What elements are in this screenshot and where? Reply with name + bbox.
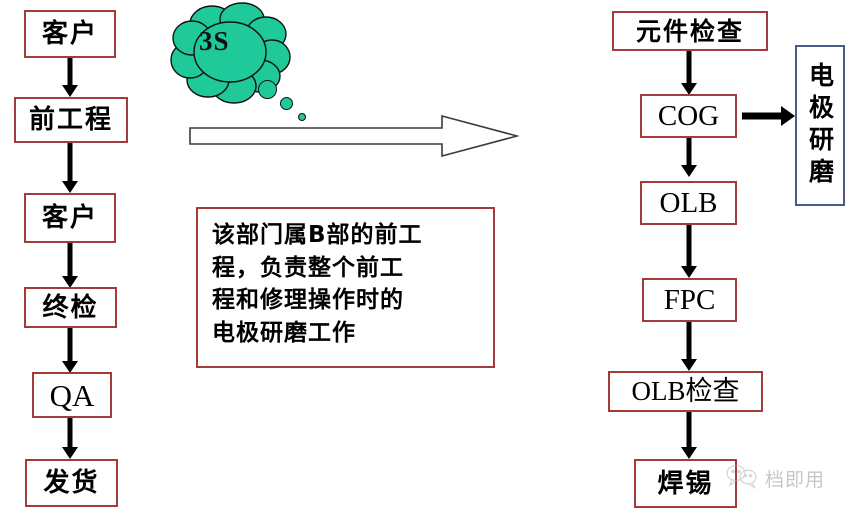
arrow-head <box>781 106 795 126</box>
cloud-trail-bubble-3 <box>298 113 306 121</box>
arrow-left-2-to-3 <box>62 243 78 288</box>
arrow-shaft <box>67 328 73 361</box>
node-left-2[interactable]: 客户 <box>24 193 116 243</box>
arrow-shaft <box>686 225 692 266</box>
arrow-left-4-to-5 <box>62 418 78 459</box>
arrow-shaft <box>67 418 73 447</box>
arrow-right-0-to-1 <box>681 51 697 95</box>
arrow-head <box>62 447 78 459</box>
node-right-0[interactable]: 元件检查 <box>612 11 768 51</box>
arrow-shaft <box>742 112 784 120</box>
node-right-4[interactable]: OLB检查 <box>608 371 763 412</box>
arrow-right-1-to-2 <box>681 138 697 177</box>
node-right-1[interactable]: COG <box>640 94 737 138</box>
big-right-arrow <box>189 114 521 158</box>
cloud-label-3s: 3S <box>199 26 230 57</box>
arrow-right-2-to-3 <box>681 225 697 278</box>
thought-cloud <box>168 2 298 114</box>
note-box: 该部门属B部的前工 程，负责整个前工 程和修理操作时的 电极研磨工作 <box>196 207 495 368</box>
node-right-5[interactable]: 焊锡 <box>634 459 737 508</box>
cloud-shape <box>170 2 291 104</box>
node-label: COG <box>657 99 720 132</box>
node-label: 电极研磨 <box>805 61 835 190</box>
arrow-head <box>681 165 697 177</box>
arrow-shaft <box>686 138 692 165</box>
note-line-1: 程，负责整个前工 <box>212 254 404 281</box>
watermark: 档即用 <box>725 463 825 494</box>
arrow-cog-to-electrode <box>742 106 795 126</box>
arrow-head <box>62 181 78 193</box>
big-arrow-shape <box>189 114 521 158</box>
arrow-shaft <box>686 412 692 447</box>
cloud-trail-bubble-1 <box>258 80 277 99</box>
note-line-3: 电极研磨工作 <box>212 319 356 346</box>
node-right-2[interactable]: OLB <box>640 181 737 225</box>
arrow-left-1-to-2 <box>62 143 78 193</box>
arrow-head <box>62 361 78 373</box>
arrow-head <box>681 359 697 371</box>
node-label: FPC <box>663 283 716 316</box>
node-label: 焊锡 <box>657 468 714 499</box>
wechat-icon <box>725 463 759 494</box>
arrow-shaft <box>686 51 692 83</box>
arrow-left-0-to-1 <box>62 58 78 97</box>
arrow-shaft <box>67 143 73 181</box>
arrow-shaft <box>686 322 692 359</box>
node-label: QA <box>49 377 95 413</box>
arrow-shaft <box>67 243 73 276</box>
arrow-right-4-to-5 <box>681 412 697 459</box>
watermark-text: 档即用 <box>765 469 826 491</box>
node-electrode-grinding[interactable]: 电极研磨 <box>795 45 845 206</box>
cloud-text: 3S <box>199 26 230 56</box>
node-left-4[interactable]: QA <box>32 372 112 418</box>
node-label: OLB <box>659 186 718 219</box>
note-line-2: 程和修理操作时的 <box>212 287 404 314</box>
node-left-5[interactable]: 发货 <box>25 459 118 507</box>
node-label: OLB检查 <box>631 376 740 406</box>
arrow-shaft <box>67 58 73 85</box>
cloud-trail-bubble-2 <box>280 97 293 110</box>
node-left-0[interactable]: 客户 <box>24 10 116 58</box>
node-label: 终检 <box>42 292 99 323</box>
arrow-head <box>62 85 78 97</box>
node-left-1[interactable]: 前工程 <box>14 97 128 143</box>
note-line-0: 该部门属B部的前工 <box>212 222 423 248</box>
node-label: 客户 <box>41 19 98 49</box>
arrow-head <box>681 266 697 278</box>
node-right-3[interactable]: FPC <box>642 278 737 322</box>
wechat-icon-shape <box>726 464 757 490</box>
node-label: 发货 <box>43 468 100 498</box>
arrow-left-3-to-4 <box>62 328 78 373</box>
node-label: 前工程 <box>28 105 113 135</box>
node-label: 元件检查 <box>635 16 744 46</box>
arrow-head <box>681 83 697 95</box>
arrow-head <box>62 276 78 288</box>
node-left-3[interactable]: 终检 <box>24 287 117 328</box>
arrow-head <box>681 447 697 459</box>
arrow-right-3-to-4 <box>681 322 697 371</box>
node-label: 客户 <box>41 203 98 233</box>
